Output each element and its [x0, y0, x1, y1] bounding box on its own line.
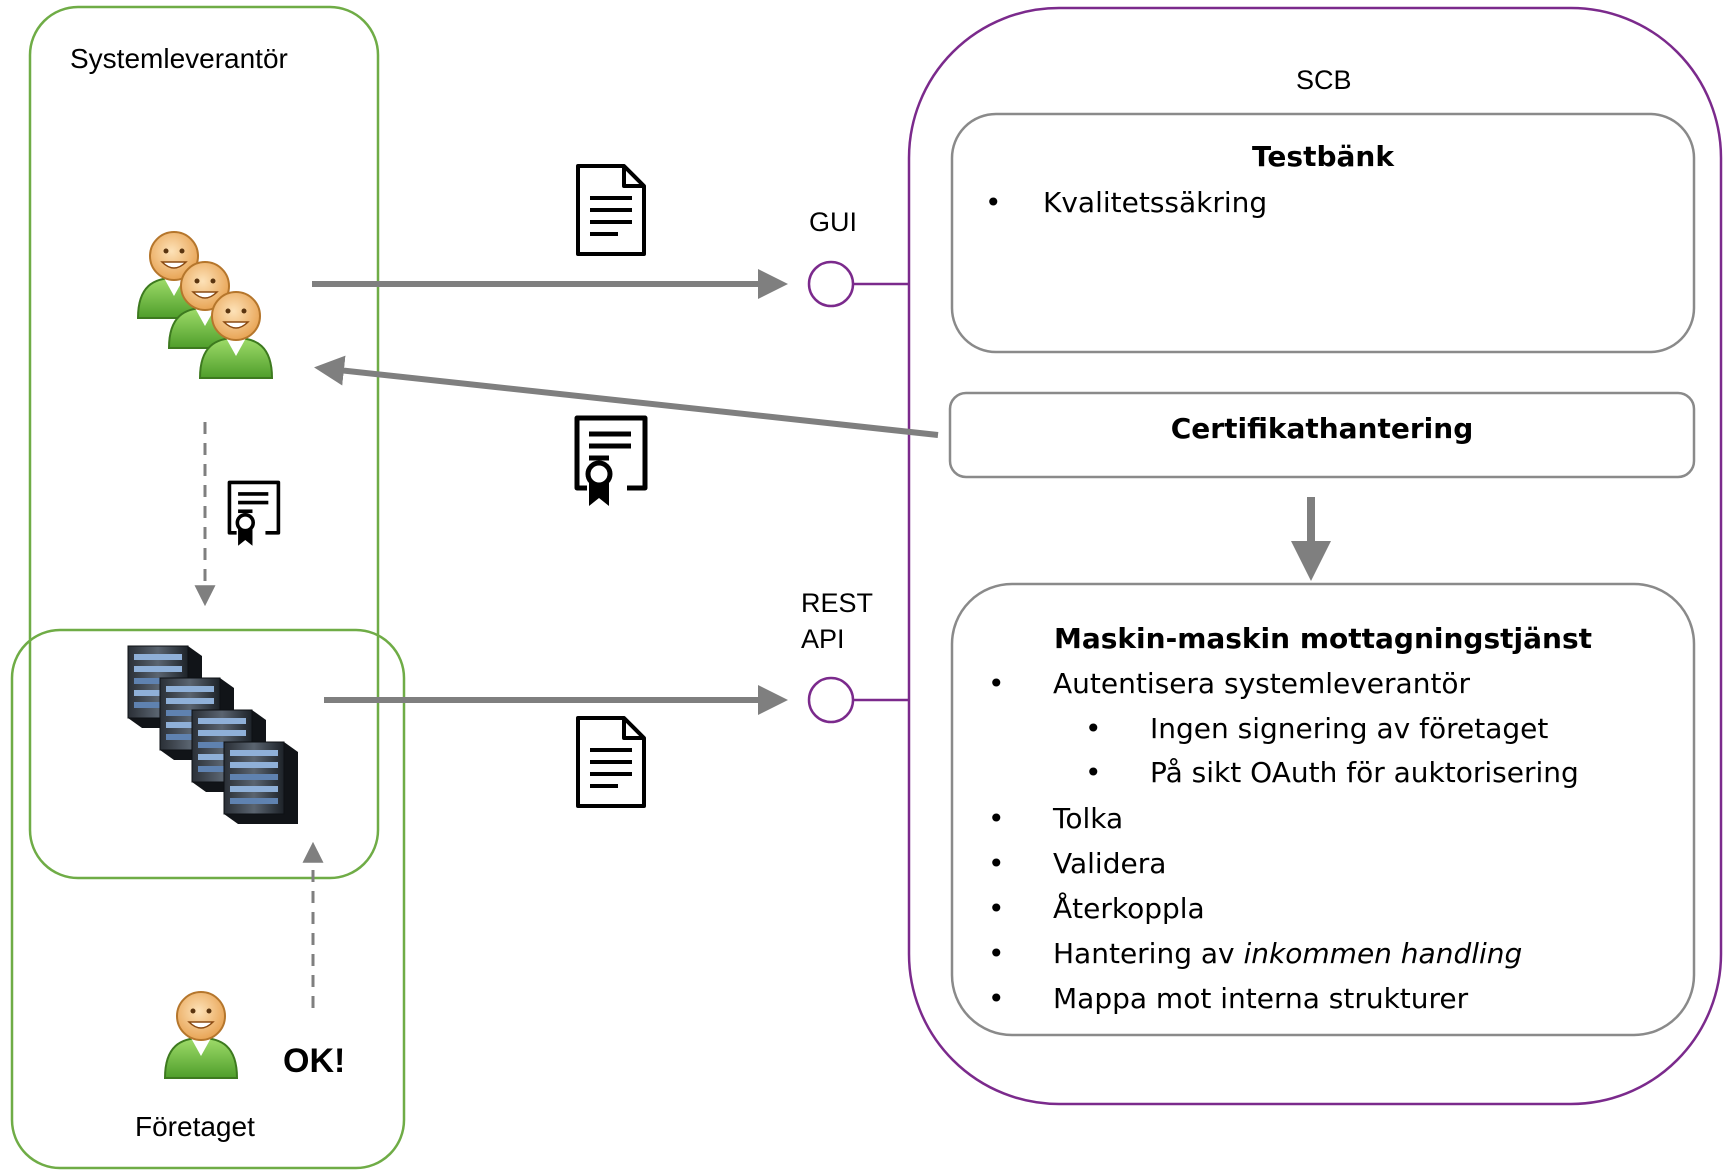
- interface-circle-icon: [807, 676, 855, 724]
- supplier-group-label: Systemleverantör: [70, 43, 288, 74]
- users-icon: [137, 231, 273, 379]
- gui-label: GUI: [809, 207, 858, 237]
- scb-frame: [907, 6, 1723, 1106]
- m2m-title: Maskin-maskin mottagningstjänst: [1054, 622, 1592, 655]
- document-icon: [576, 716, 646, 808]
- cert-title: Certifikathantering: [1170, 412, 1474, 445]
- cert-box: [948, 391, 1696, 479]
- supplier-group-frame: [28, 5, 380, 880]
- company-group-label: Företaget: [135, 1111, 255, 1142]
- gui-interface: [807, 260, 909, 308]
- api-label: API: [801, 624, 845, 654]
- scb-label: SCB: [1296, 65, 1352, 95]
- arrow-cert-to-supplier: [314, 355, 939, 438]
- interface-circle-icon: [807, 260, 855, 308]
- testbank-box: [950, 112, 1696, 354]
- servers-icon: [127, 645, 299, 825]
- rest-api-interface: [807, 676, 909, 724]
- testbank-title: Testbänk: [1252, 140, 1394, 173]
- document-icon: [576, 164, 646, 256]
- certificate-icon: [577, 418, 645, 506]
- bullet: •: [985, 186, 1002, 219]
- ok-label: OK!: [283, 1042, 346, 1080]
- rest-label: REST: [801, 588, 874, 618]
- certificate-icon: [227, 480, 281, 548]
- company-group-frame: [10, 628, 406, 1170]
- m2m-box: [950, 582, 1696, 1037]
- user-icon: [164, 991, 238, 1079]
